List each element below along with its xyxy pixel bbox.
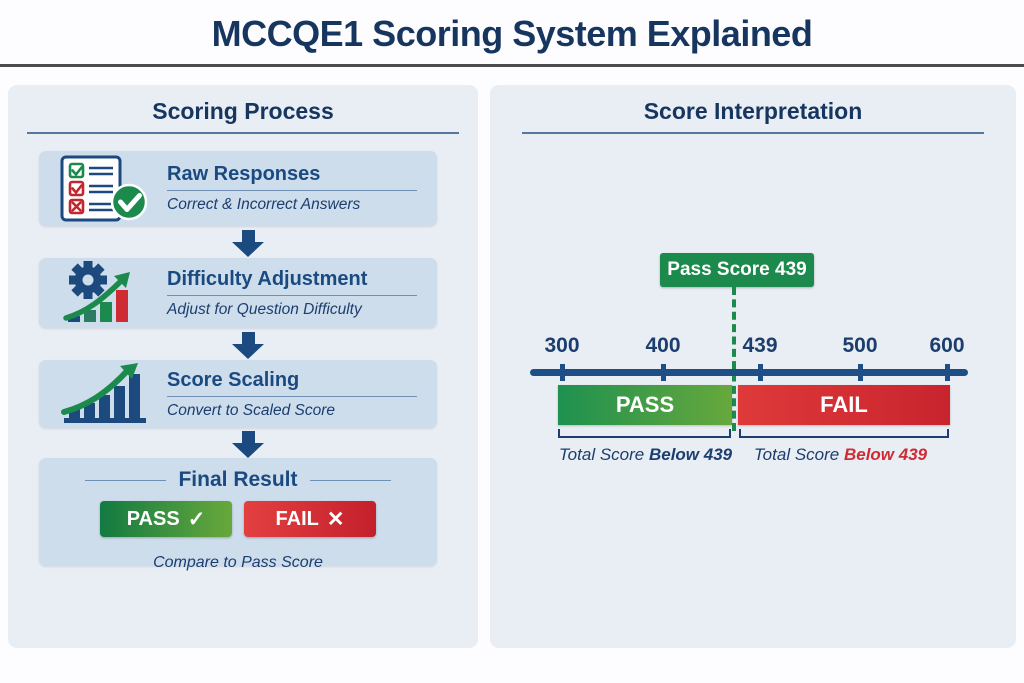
caption-prefix: Total Score <box>558 445 645 464</box>
axis-tick <box>560 364 565 381</box>
axis-tick <box>858 364 863 381</box>
final-title-side-line <box>309 479 391 481</box>
step-card-score-scaling: Score Scaling Convert to Scaled Score <box>39 360 437 428</box>
axis-tick-label: 600 <box>929 334 965 357</box>
step-title-rule <box>167 294 417 296</box>
fail-range-bracket <box>739 429 949 438</box>
score-interpretation-header-rule <box>522 132 984 134</box>
score-axis-line <box>530 369 968 376</box>
fail-range-bar: FAIL <box>738 385 950 425</box>
step-title: Score Scaling <box>167 368 300 391</box>
gear-trend-icon <box>57 260 153 326</box>
check-icon: ✓ <box>187 507 206 531</box>
final-result-title: Final Result <box>178 468 298 491</box>
caption-bold: Below 439 <box>648 445 733 464</box>
fail-label: FAIL <box>275 507 319 530</box>
scoring-process-header-rule <box>27 132 459 134</box>
pass-range-caption: Total Score Below 439 <box>538 445 753 465</box>
step-subtitle: Convert to Scaled Score <box>167 401 336 419</box>
caption-prefix: Total Score <box>753 445 840 464</box>
axis-tick-label: 439 <box>742 334 778 357</box>
scoring-process-panel: Scoring Process <box>8 85 478 648</box>
step-title: Difficulty Adjustment <box>167 267 368 290</box>
step-title: Raw Responses <box>167 163 321 185</box>
step-title-rule <box>167 395 417 397</box>
step-title-rule <box>167 190 417 191</box>
checklist-icon <box>57 155 153 223</box>
axis-tick-label: 400 <box>645 334 681 357</box>
pass-range-bar: PASS <box>558 385 732 425</box>
fail-badge: FAIL ✕ <box>244 501 376 537</box>
arrow-down-icon <box>232 431 264 458</box>
step-card-difficulty-adjustment: Difficulty Adjustment Adjust for Questio… <box>39 258 437 328</box>
axis-tick-label: 300 <box>544 334 580 357</box>
step-subtitle: Adjust for Question Difficulty <box>167 300 362 318</box>
pass-range-label: PASS <box>615 392 675 417</box>
axis-tick <box>758 364 763 381</box>
final-result-card: Final Result PASS ✓ FAIL ✕ Compare to Pa… <box>39 458 437 571</box>
pass-range-bracket <box>558 429 731 438</box>
axis-tick <box>945 364 950 381</box>
pass-badge: PASS ✓ <box>100 501 232 537</box>
arrow-down-icon <box>232 332 264 359</box>
pass-score-badge: Pass Score 439 <box>660 253 814 287</box>
pass-label: PASS <box>126 507 180 530</box>
page-title: MCCQE1 Scoring System Explained <box>211 13 813 54</box>
step-subtitle: Correct & Incorrect Answers <box>167 196 361 213</box>
arrow-down-icon <box>232 230 264 257</box>
final-result-subtitle: Compare to Pass Score <box>153 554 323 571</box>
score-interpretation-panel: Score Interpretation Pass Score 439 300 … <box>490 85 1016 648</box>
title-divider <box>0 64 1024 67</box>
axis-tick <box>661 364 666 381</box>
step-card-raw-responses: Raw Responses Correct & Incorrect Answer… <box>39 151 437 226</box>
growth-chart-icon <box>57 362 153 426</box>
cross-icon: ✕ <box>326 507 345 531</box>
pass-threshold-dashed-line <box>732 287 736 431</box>
fail-range-caption: Total Score Below 439 <box>733 445 948 465</box>
score-interpretation-header: Score Interpretation <box>643 98 863 124</box>
caption-bold: Below 439 <box>843 445 928 464</box>
fail-range-label: FAIL <box>820 392 868 417</box>
scoring-process-header: Scoring Process <box>152 98 334 124</box>
final-title-side-line <box>85 479 167 481</box>
axis-tick-label: 500 <box>842 334 878 357</box>
